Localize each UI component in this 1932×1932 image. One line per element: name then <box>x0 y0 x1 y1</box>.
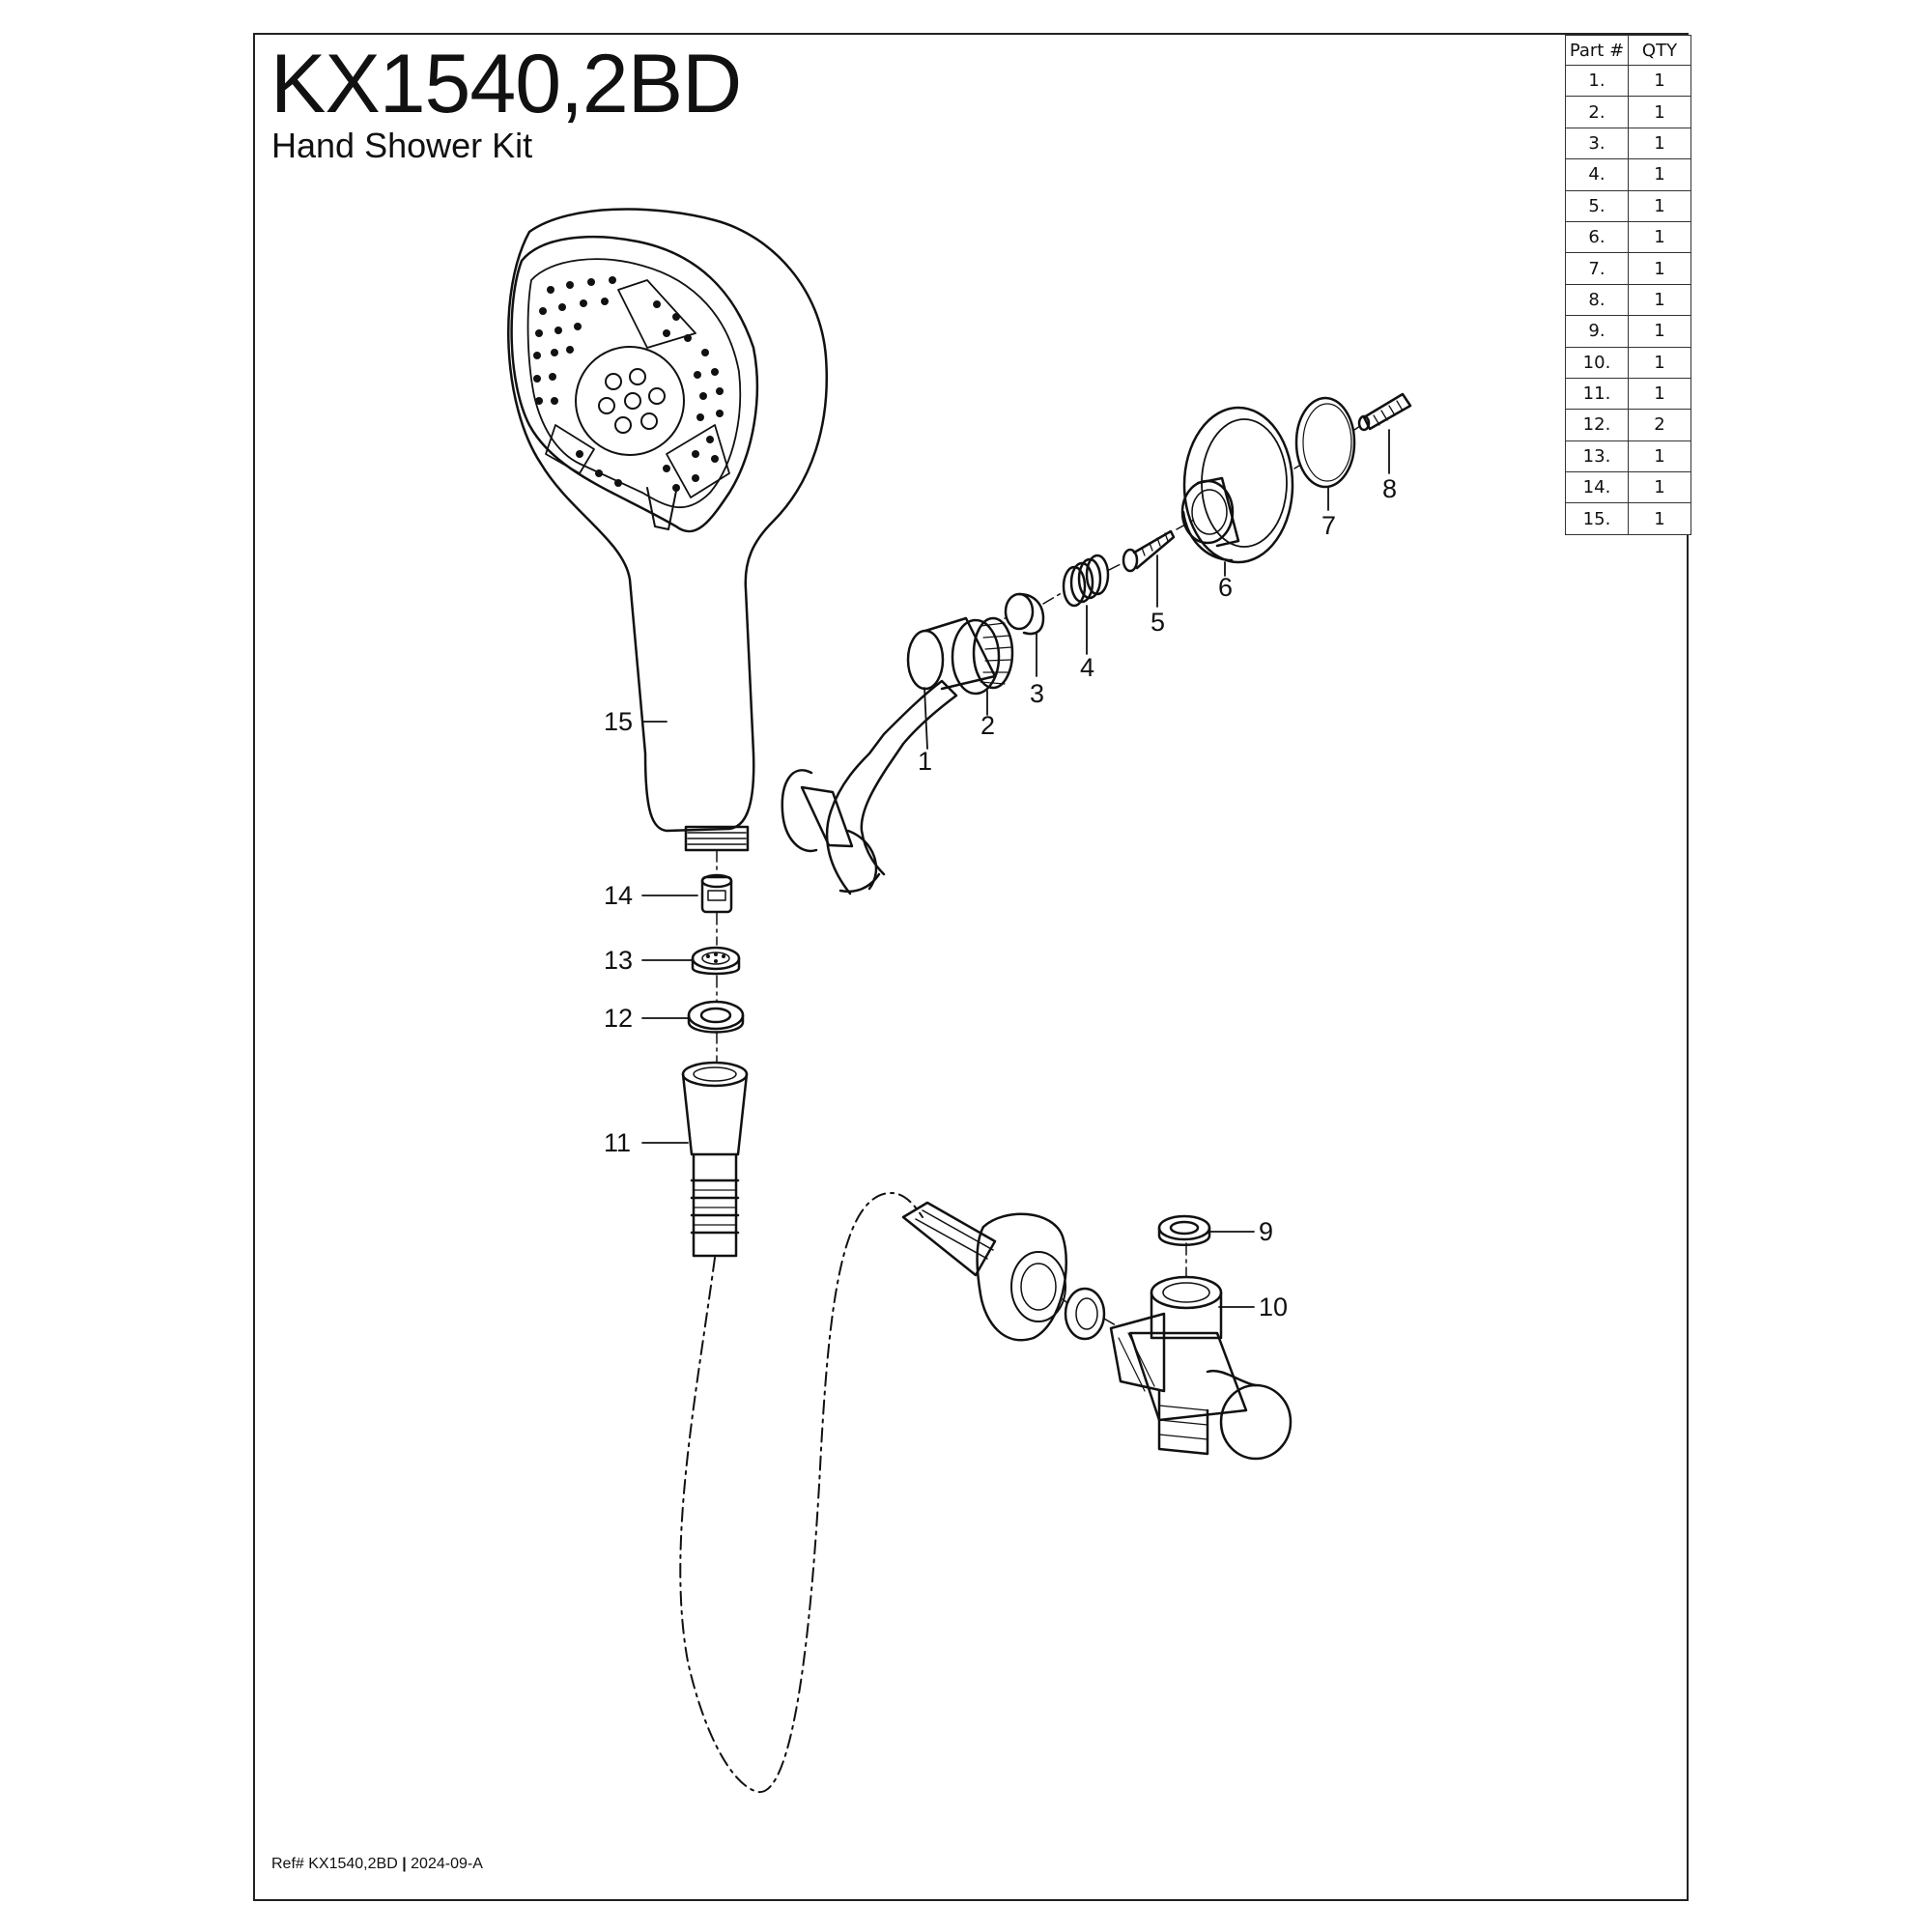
part-number-cell: 3. <box>1565 127 1629 160</box>
hose-conical-nut <box>681 1061 749 1258</box>
callout-14: 14 <box>604 881 633 910</box>
reference-number: Ref# KX1540,2BD <box>271 1856 398 1872</box>
part-number-cell: 4. <box>1565 158 1629 191</box>
assembly-axis-lines <box>716 425 1361 1326</box>
callout-leaders <box>641 429 1390 1308</box>
table-row: 2.1 <box>1565 96 1691 128</box>
callout-4: 4 <box>1080 653 1094 682</box>
footer-separator: | <box>402 1856 407 1872</box>
diverter-washer <box>1157 1214 1211 1246</box>
part-number-cell: 11. <box>1565 377 1629 411</box>
quantity-cell: 1 <box>1628 440 1691 473</box>
table-row: 14.1 <box>1565 471 1691 504</box>
part-number-cell: 6. <box>1565 220 1629 254</box>
product-name-subtitle: Hand Shower Kit <box>271 126 533 165</box>
table-row: 11.1 <box>1565 377 1691 411</box>
quantity-cell: 1 <box>1628 377 1691 411</box>
part-number-cell: 15. <box>1565 502 1629 535</box>
table-row: 5.1 <box>1565 189 1691 222</box>
table-row: 8.1 <box>1565 283 1691 317</box>
quantity-cell: 1 <box>1628 471 1691 504</box>
nut-washer <box>1064 1287 1106 1341</box>
drawing-sheet-border <box>253 33 1689 1901</box>
wall-anchor <box>1357 392 1412 432</box>
quantity-cell: 1 <box>1628 283 1691 317</box>
quantity-cell: 1 <box>1628 96 1691 128</box>
spring <box>1062 554 1110 608</box>
shower-holder-arm <box>781 679 958 895</box>
callout-3: 3 <box>1030 679 1044 708</box>
table-row: 15.1 <box>1565 502 1691 535</box>
hose-end-swivel-nut <box>901 1201 1067 1342</box>
flexible-hose <box>679 1191 923 1794</box>
table-row: 13.1 <box>1565 440 1691 473</box>
header-quantity: QTY <box>1628 35 1691 66</box>
mounting-screw <box>1122 529 1176 573</box>
part-number-cell: 7. <box>1565 252 1629 285</box>
quantity-cell: 1 <box>1628 220 1691 254</box>
quantity-cell: 2 <box>1628 409 1691 441</box>
threaded-collar <box>906 616 1014 696</box>
quantity-cell: 1 <box>1628 252 1691 285</box>
callout-2: 2 <box>980 711 995 740</box>
callout-13: 13 <box>604 946 633 975</box>
callout-9: 9 <box>1259 1217 1273 1246</box>
callout-1: 1 <box>918 747 932 776</box>
model-number-title: KX1540,2BD <box>270 38 742 130</box>
callout-7: 7 <box>1321 511 1336 540</box>
revision-code: 2024-09-A <box>411 1856 483 1872</box>
quantity-cell: 1 <box>1628 64 1691 98</box>
o-ring <box>1294 396 1356 489</box>
reference-footer: Ref# KX1540,2BD | 2024-09-A <box>271 1857 483 1872</box>
spray-nozzle-dots <box>533 276 724 492</box>
callout-numbers: 15 14 13 12 11 1 2 3 4 5 6 7 8 9 10 <box>604 474 1397 1321</box>
callout-10: 10 <box>1259 1293 1288 1321</box>
callout-15: 15 <box>604 707 633 736</box>
part-number-cell: 13. <box>1565 440 1629 473</box>
table-row: 4.1 <box>1565 158 1691 191</box>
table-row: 6.1 <box>1565 220 1691 254</box>
flat-washer <box>687 1000 745 1034</box>
screen-washer <box>691 946 741 976</box>
callout-11: 11 <box>604 1128 631 1157</box>
hand-shower-head <box>507 208 828 852</box>
callout-8: 8 <box>1382 474 1397 503</box>
part-number-cell: 5. <box>1565 189 1629 222</box>
quantity-cell: 1 <box>1628 502 1691 535</box>
callout-6: 6 <box>1218 573 1233 602</box>
flow-restrictor <box>700 873 733 914</box>
callout-5: 5 <box>1151 608 1165 637</box>
quantity-cell: 1 <box>1628 346 1691 379</box>
callout-12: 12 <box>604 1004 633 1033</box>
end-cap <box>1004 592 1045 636</box>
quantity-cell: 1 <box>1628 189 1691 222</box>
wall-flange <box>1180 406 1294 564</box>
table-row: 7.1 <box>1565 252 1691 285</box>
table-row: 1.1 <box>1565 64 1691 98</box>
diverter-tee <box>1109 1275 1293 1461</box>
table-row: 12.2 <box>1565 409 1691 441</box>
center-jets <box>598 368 666 434</box>
